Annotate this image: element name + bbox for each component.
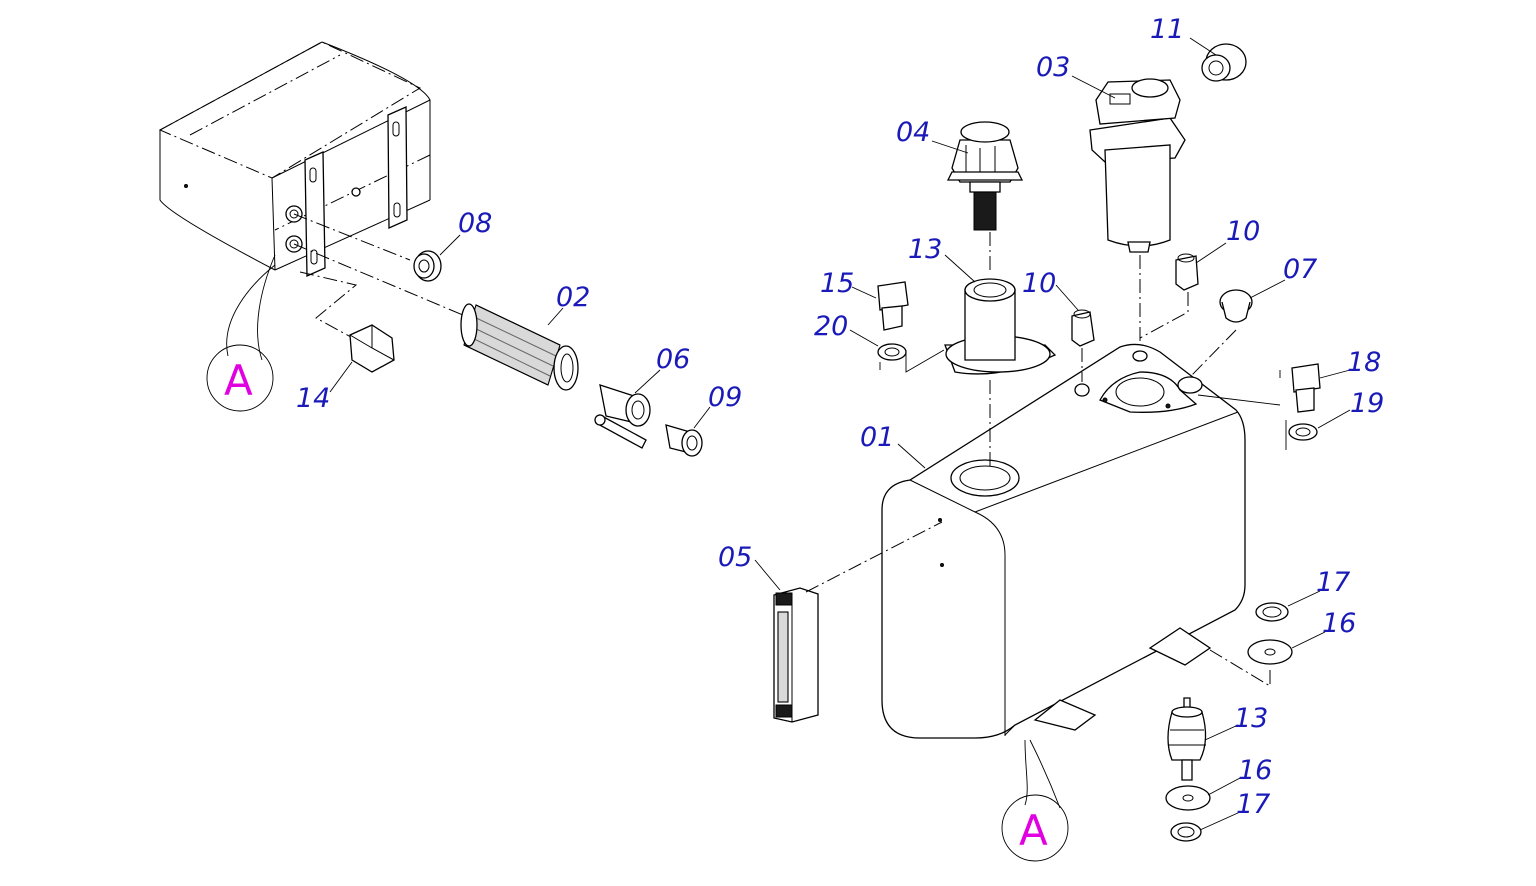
part-11-fitting bbox=[1201, 43, 1247, 82]
part-16-washer-lower bbox=[1165, 785, 1211, 811]
part-17-washer-upper bbox=[1255, 602, 1289, 622]
callout-02: 02 bbox=[556, 282, 590, 313]
callouts: 11 03 04 08 13 10 10 07 15 02 20 18 06 1… bbox=[296, 14, 1384, 820]
callout-01: 01 bbox=[860, 422, 894, 453]
callout-06: 06 bbox=[656, 344, 690, 375]
callout-17-upper: 17 bbox=[1316, 567, 1350, 598]
part-20-washer bbox=[877, 343, 945, 373]
callout-11: 11 bbox=[1150, 14, 1184, 45]
part-03-return-filter bbox=[1089, 78, 1186, 345]
callout-05: 05 bbox=[718, 542, 752, 573]
callout-14: 14 bbox=[296, 383, 330, 414]
part-04-breather bbox=[946, 121, 1024, 231]
part-17-washer-lower bbox=[1170, 822, 1202, 842]
callout-07: 07 bbox=[1283, 254, 1317, 285]
view-label-a-left: A bbox=[224, 356, 253, 405]
callout-18: 18 bbox=[1347, 347, 1381, 378]
view-labels: A A bbox=[224, 356, 1048, 855]
part-01-tank bbox=[881, 343, 1246, 809]
part-09-fitting bbox=[665, 424, 703, 457]
part-06-ball-valve bbox=[594, 384, 651, 449]
callout-13-top: 13 bbox=[908, 234, 942, 265]
part-10-fitting-b bbox=[1139, 253, 1199, 339]
view-a-right-circle bbox=[1001, 794, 1069, 862]
callout-09: 09 bbox=[708, 382, 742, 413]
callout-15: 15 bbox=[820, 268, 854, 299]
part-10-fitting-a bbox=[1071, 309, 1095, 397]
part-08-plug bbox=[413, 250, 442, 282]
part-02-strainer bbox=[460, 303, 579, 391]
callout-16-upper: 16 bbox=[1322, 608, 1356, 639]
callout-13-bottom: 13 bbox=[1234, 703, 1268, 734]
part-18-bolt bbox=[1197, 363, 1321, 413]
part-14-hex-nut bbox=[349, 324, 395, 373]
part-19-washer bbox=[1285, 420, 1318, 450]
tank-view-a bbox=[158, 41, 471, 361]
part-05-sight-glass bbox=[773, 521, 943, 723]
part-13-rubber-mount bbox=[1167, 697, 1207, 781]
part-16-washer-upper bbox=[1209, 639, 1293, 687]
callout-08: 08 bbox=[458, 208, 492, 239]
part-07-plug bbox=[1191, 289, 1253, 376]
callout-04: 04 bbox=[896, 117, 930, 148]
callout-20: 20 bbox=[814, 311, 848, 342]
leader-lines bbox=[329, 37, 1351, 831]
callout-10-left: 10 bbox=[1022, 268, 1056, 299]
part-13-flange-tube bbox=[944, 232, 1057, 470]
callout-10-right: 10 bbox=[1226, 216, 1260, 247]
callout-03: 03 bbox=[1036, 52, 1070, 83]
callout-17-lower: 17 bbox=[1236, 789, 1270, 820]
part-15-bolt bbox=[877, 281, 909, 331]
callout-16-lower: 16 bbox=[1238, 755, 1272, 786]
view-label-a-right: A bbox=[1019, 806, 1048, 855]
callout-19: 19 bbox=[1350, 388, 1384, 419]
view-a-left-circle bbox=[206, 344, 274, 412]
